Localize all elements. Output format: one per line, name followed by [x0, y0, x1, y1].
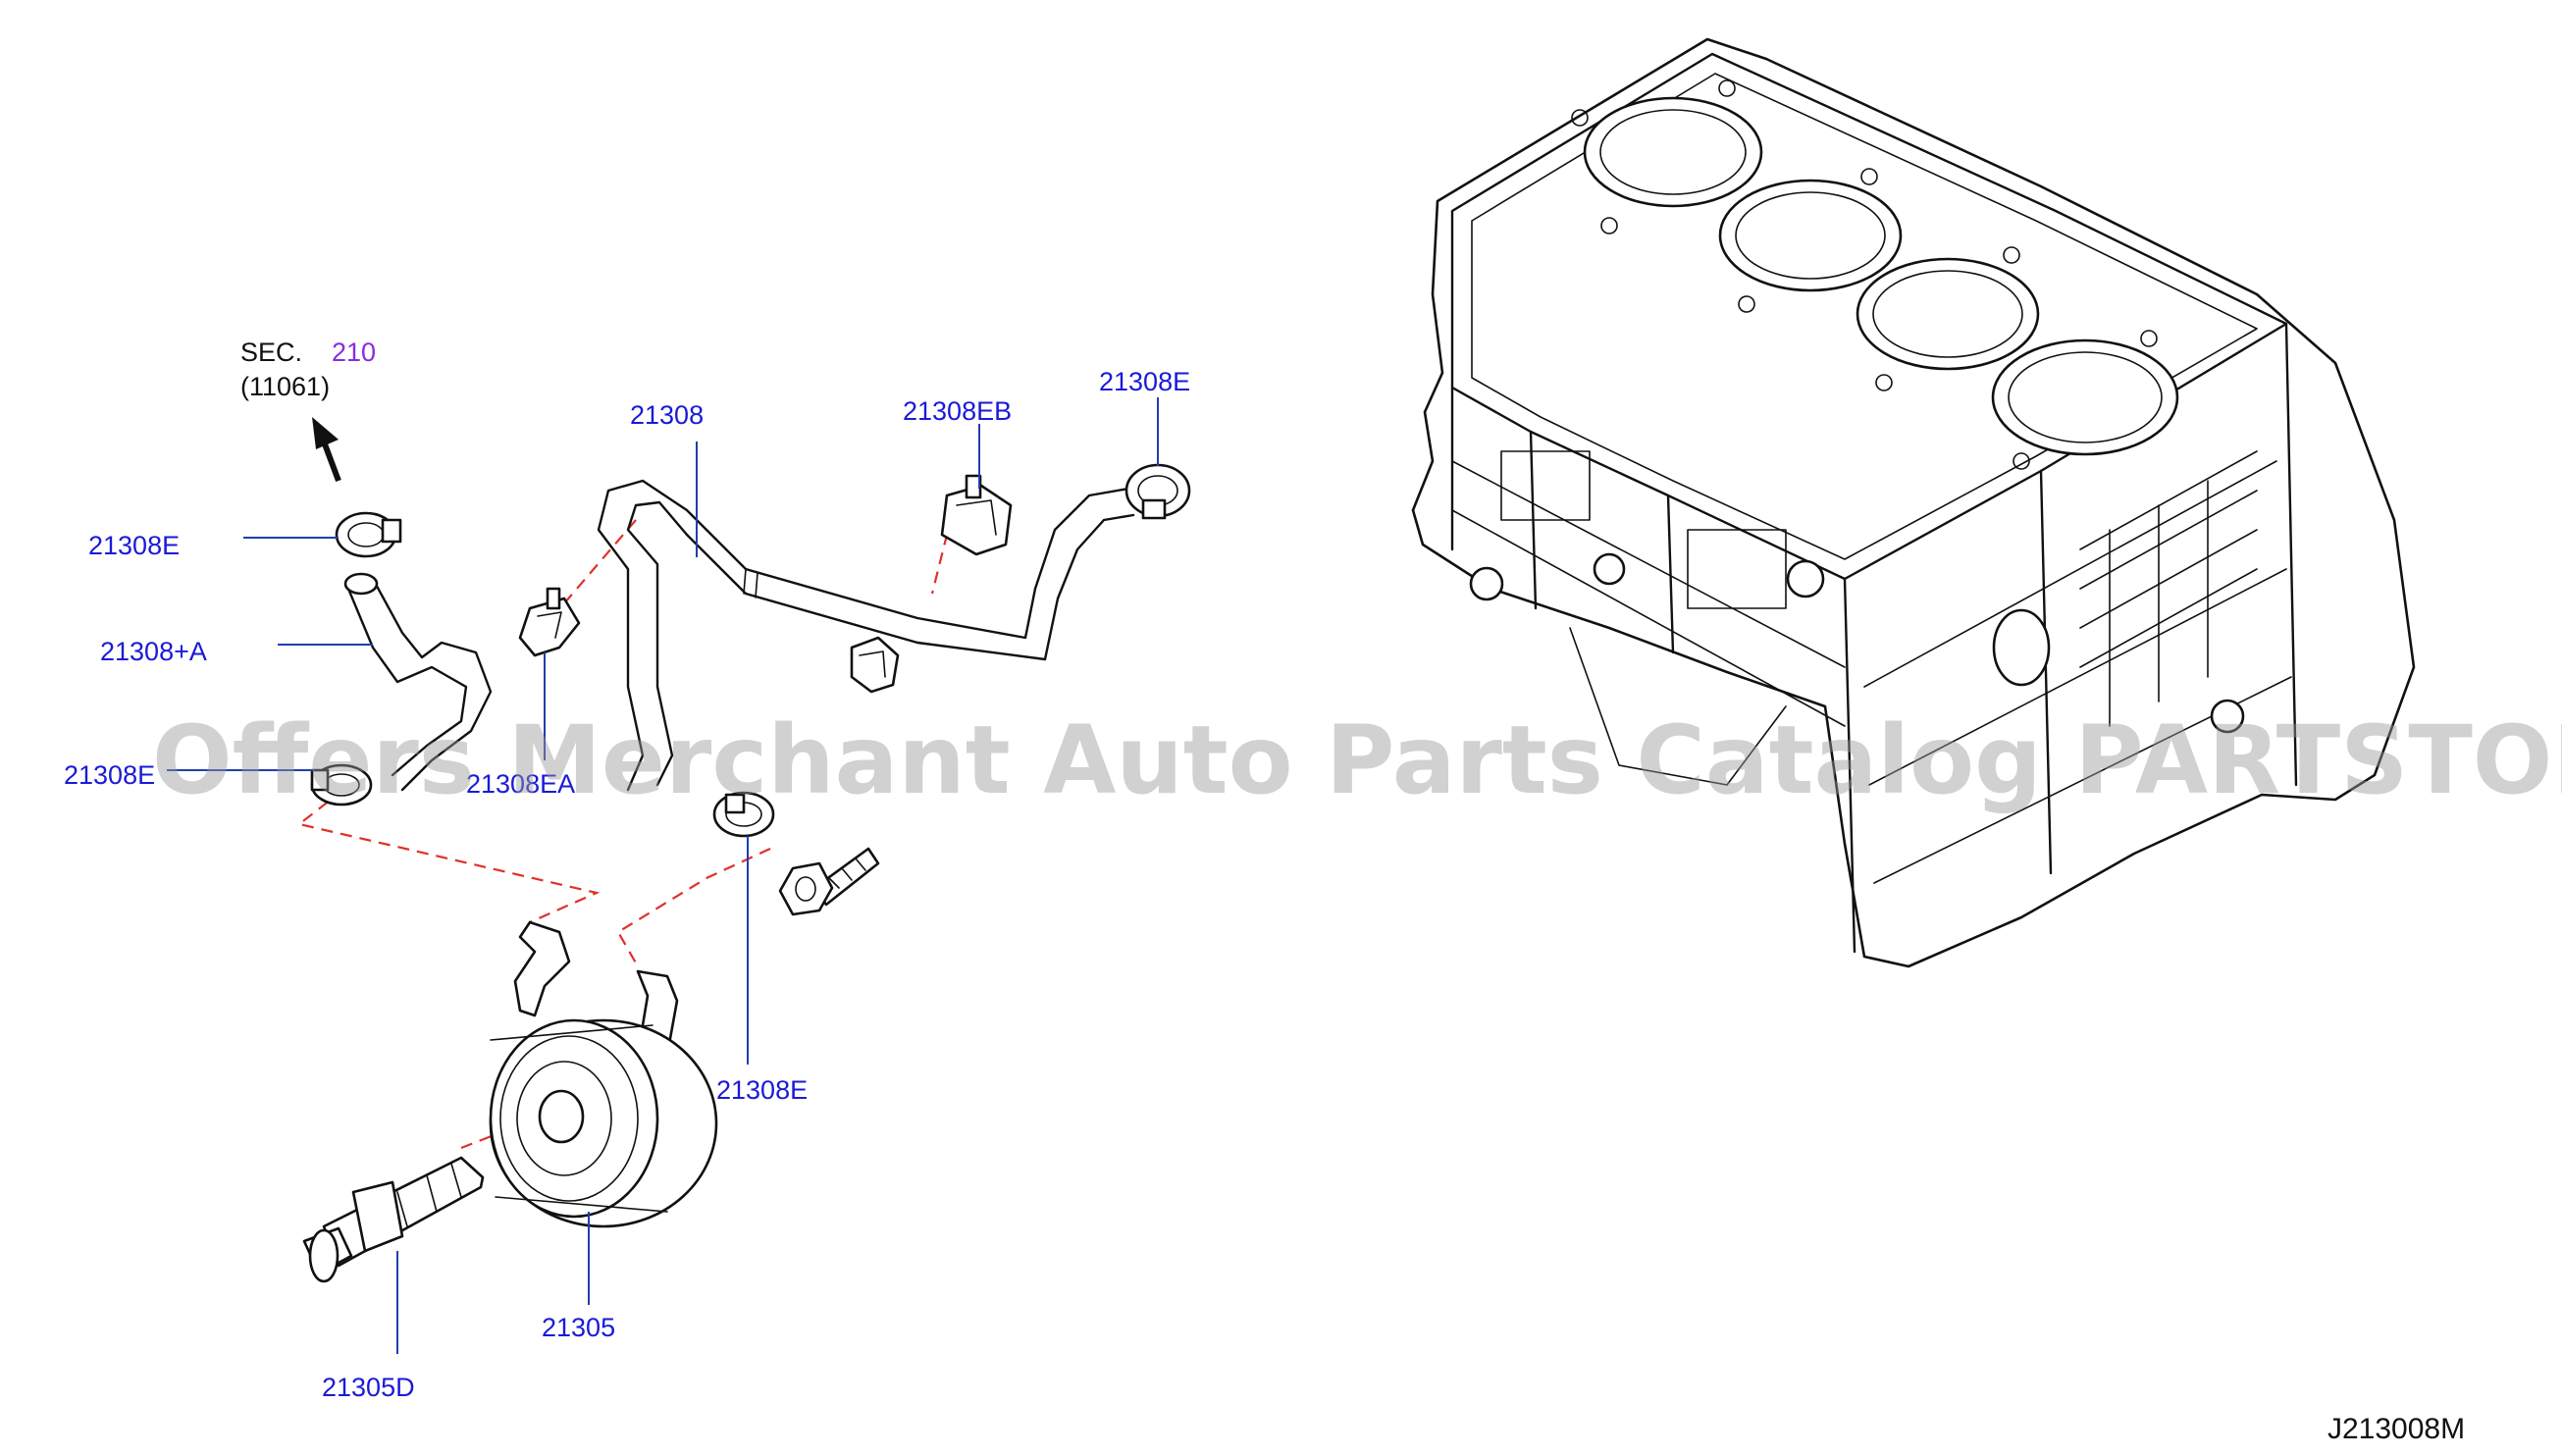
callout-21308EA[interactable]: 21308EA [466, 769, 575, 799]
oil-cooler-assembly [296, 417, 1191, 1283]
section-sub-reference: (11061) [240, 372, 330, 401]
connector-bolt-21305D [302, 1156, 485, 1283]
mounting-bolt [778, 847, 880, 916]
callout-21308EB[interactable]: 21308EB [903, 396, 1012, 426]
hose-clamp-21308E-upper-left [335, 511, 402, 558]
callout-21305[interactable]: 21305 [542, 1313, 615, 1342]
leader-lines [167, 397, 1159, 1354]
section-number-link[interactable]: 210 [332, 338, 376, 367]
callout-21305D[interactable]: 21305D [322, 1373, 415, 1402]
oil-cooler-21305 [489, 920, 718, 1228]
water-hose-21308-A [343, 572, 493, 792]
diagram-id: J213008M [2327, 1413, 2465, 1445]
callout-21308E-upper-left[interactable]: 21308E [88, 531, 180, 560]
callout-21308E-top-right[interactable]: 21308E [1099, 367, 1190, 396]
hose-clamp-21308E-top-right [1124, 463, 1191, 520]
hose-clip-21308EB [940, 474, 1013, 556]
hose-clamp-21308E-lower [712, 791, 775, 838]
water-hose-21308 [597, 479, 1135, 792]
section-reference: SEC. 210 (11061) [240, 338, 376, 401]
hose-clamp-21308E-mid-left [310, 763, 373, 806]
connection-dash [616, 848, 771, 967]
watermark-text: Offers Merchant Auto Parts Catalog PARTS… [152, 705, 2562, 815]
section-prefix: SEC. [240, 338, 302, 367]
direction-arrow-icon [312, 417, 341, 483]
hose-clip-21308EA [518, 587, 581, 657]
callout-21308-plus-A[interactable]: 21308+A [100, 637, 207, 666]
connection-dash [930, 494, 959, 595]
hose-clip-small [850, 636, 900, 694]
connection-dash [296, 789, 601, 924]
callout-21308[interactable]: 21308 [630, 400, 704, 430]
callout-21308E-mid-left[interactable]: 21308E [64, 760, 155, 790]
callout-21308E-lower[interactable]: 21308E [716, 1075, 808, 1105]
engine-block-illustration [1411, 37, 2416, 968]
